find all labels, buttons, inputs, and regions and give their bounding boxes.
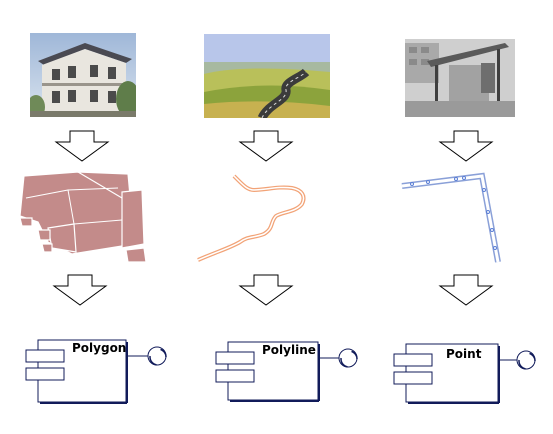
building-photo <box>30 33 136 117</box>
polyline-component: Polyline <box>210 338 360 410</box>
down-arrow-icon <box>54 130 110 162</box>
down-arrow-icon <box>438 274 494 306</box>
down-arrow-icon <box>52 274 108 306</box>
polyline-shape <box>197 174 306 262</box>
road-photo <box>204 34 330 118</box>
point-shape <box>401 172 501 263</box>
down-arrow-icon <box>238 274 294 306</box>
component-label-polygon: Polygon <box>72 341 127 355</box>
down-arrow-icon <box>238 130 294 162</box>
component-label-point: Point <box>446 347 482 361</box>
component-label-polyline: Polyline <box>262 343 316 357</box>
polygon-component: Polygon <box>20 336 170 408</box>
polygon-shape <box>19 171 147 263</box>
point-component: Point <box>388 340 542 412</box>
down-arrow-icon <box>438 130 494 162</box>
bus-shelter-photo <box>405 39 515 117</box>
